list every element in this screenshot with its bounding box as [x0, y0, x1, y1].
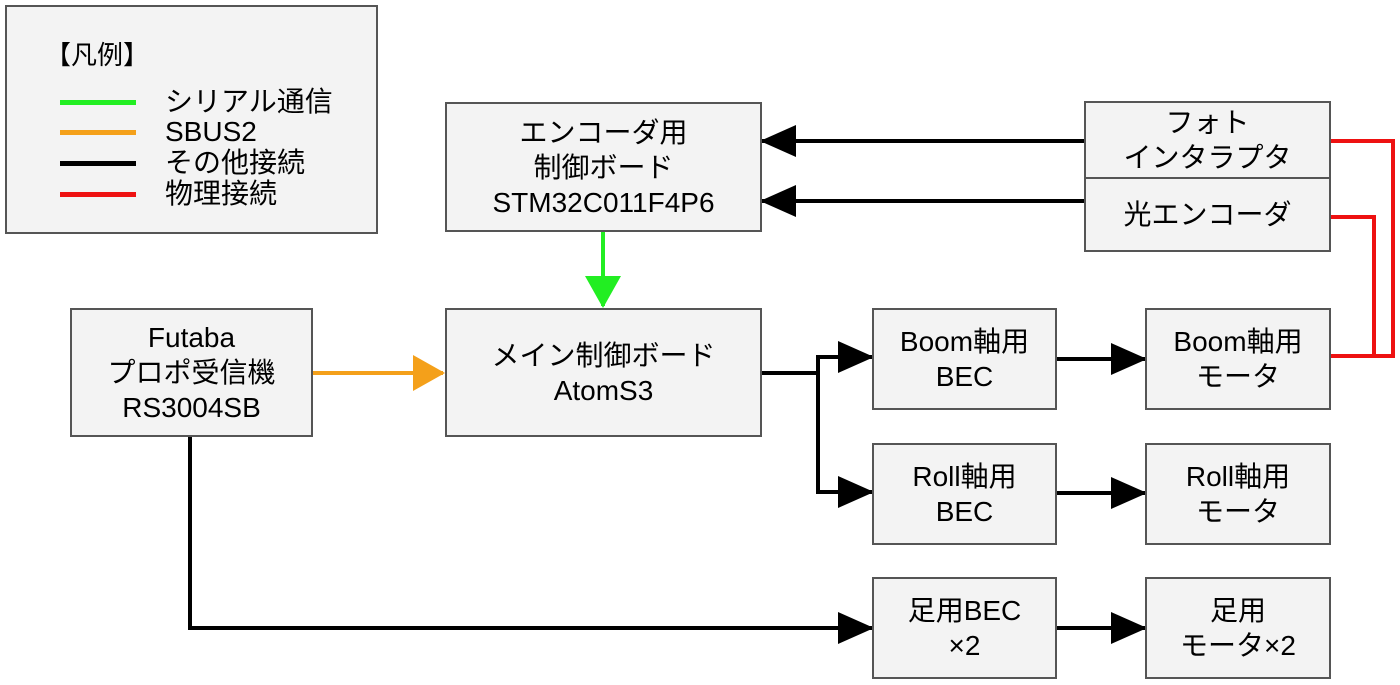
legend-item-serial: シリアル通信 — [7, 85, 377, 117]
node-line: モータ — [1195, 496, 1280, 527]
node-line: 光エンコーダ — [1123, 199, 1292, 230]
wire-main-to-roll-bec — [816, 373, 874, 508]
node-line: AtomS3 — [553, 374, 654, 406]
node-line: 制御ボード — [533, 151, 674, 183]
node-line: Roll軸用 — [912, 461, 1017, 492]
node-line: BEC — [935, 496, 994, 527]
legend-swatch — [60, 100, 136, 105]
legend-label: シリアル通信 — [165, 86, 333, 117]
foot-bec-node: 足用BEC ×2 — [872, 577, 1057, 679]
roll-bec-node: Roll軸用 BEC — [872, 443, 1057, 545]
node-line: RS3004SB — [122, 392, 261, 423]
node-line: Futaba — [147, 322, 236, 353]
node-line: インタラプタ — [1123, 142, 1292, 173]
boom-bec-node: Boom軸用 BEC — [872, 308, 1057, 410]
node-line: モータ×2 — [1180, 630, 1296, 661]
legend: 【凡例】 シリアル通信 SBUS2 その他接続 物理接続 — [5, 5, 378, 234]
foot-motor-node: 足用 モータ×2 — [1145, 577, 1331, 679]
node-line: Roll軸用 — [1185, 461, 1291, 492]
main-board-node: メイン制御ボード AtomS3 — [445, 308, 762, 437]
legend-swatch — [60, 130, 136, 135]
photo-interrupter-node: フォト インタラプタ — [1084, 101, 1331, 179]
roll-motor-node: Roll軸用 モータ — [1145, 443, 1331, 545]
optical-encoder-node: 光エンコーダ — [1084, 177, 1331, 252]
node-line: STM32C011F4P6 — [492, 186, 715, 218]
node-line: BEC — [935, 361, 994, 392]
wire-physical-photo-motor — [1331, 139, 1395, 358]
encoder-board-node: エンコーダ用 制御ボード STM32C011F4P6 — [445, 102, 762, 232]
legend-swatch — [60, 192, 136, 197]
boom-motor-node: Boom軸用 モータ — [1145, 308, 1331, 410]
node-line: フォト — [1165, 107, 1250, 138]
node-line: Boom軸用 — [899, 326, 1030, 357]
legend-label: その他接続 — [165, 147, 306, 178]
node-line: メイン制御ボード — [491, 339, 716, 371]
wire-main-to-boom-bec — [816, 341, 874, 373]
legend-label: SBUS2 — [165, 116, 257, 147]
node-line: モータ — [1195, 361, 1280, 392]
legend-label: 物理接続 — [165, 178, 278, 209]
node-line: エンコーダ用 — [519, 116, 688, 148]
wire-physical-optical-motor — [1331, 215, 1376, 356]
legend-item-sbus2: SBUS2 — [7, 115, 377, 147]
legend-title: 【凡例】 — [45, 40, 150, 70]
futaba-receiver-node: Futaba プロポ受信機 RS3004SB — [70, 308, 313, 437]
node-line: プロポ受信機 — [107, 357, 276, 388]
legend-item-other: その他接続 — [7, 146, 377, 178]
node-line: 足用 — [1209, 595, 1266, 626]
node-line: ×2 — [948, 630, 981, 661]
legend-item-physical: 物理接続 — [7, 177, 377, 209]
wire-receiver-to-foot-bec — [188, 437, 874, 644]
node-line: 足用BEC — [907, 595, 1022, 626]
node-line: Boom軸用 — [1173, 326, 1303, 357]
legend-swatch — [60, 161, 136, 166]
